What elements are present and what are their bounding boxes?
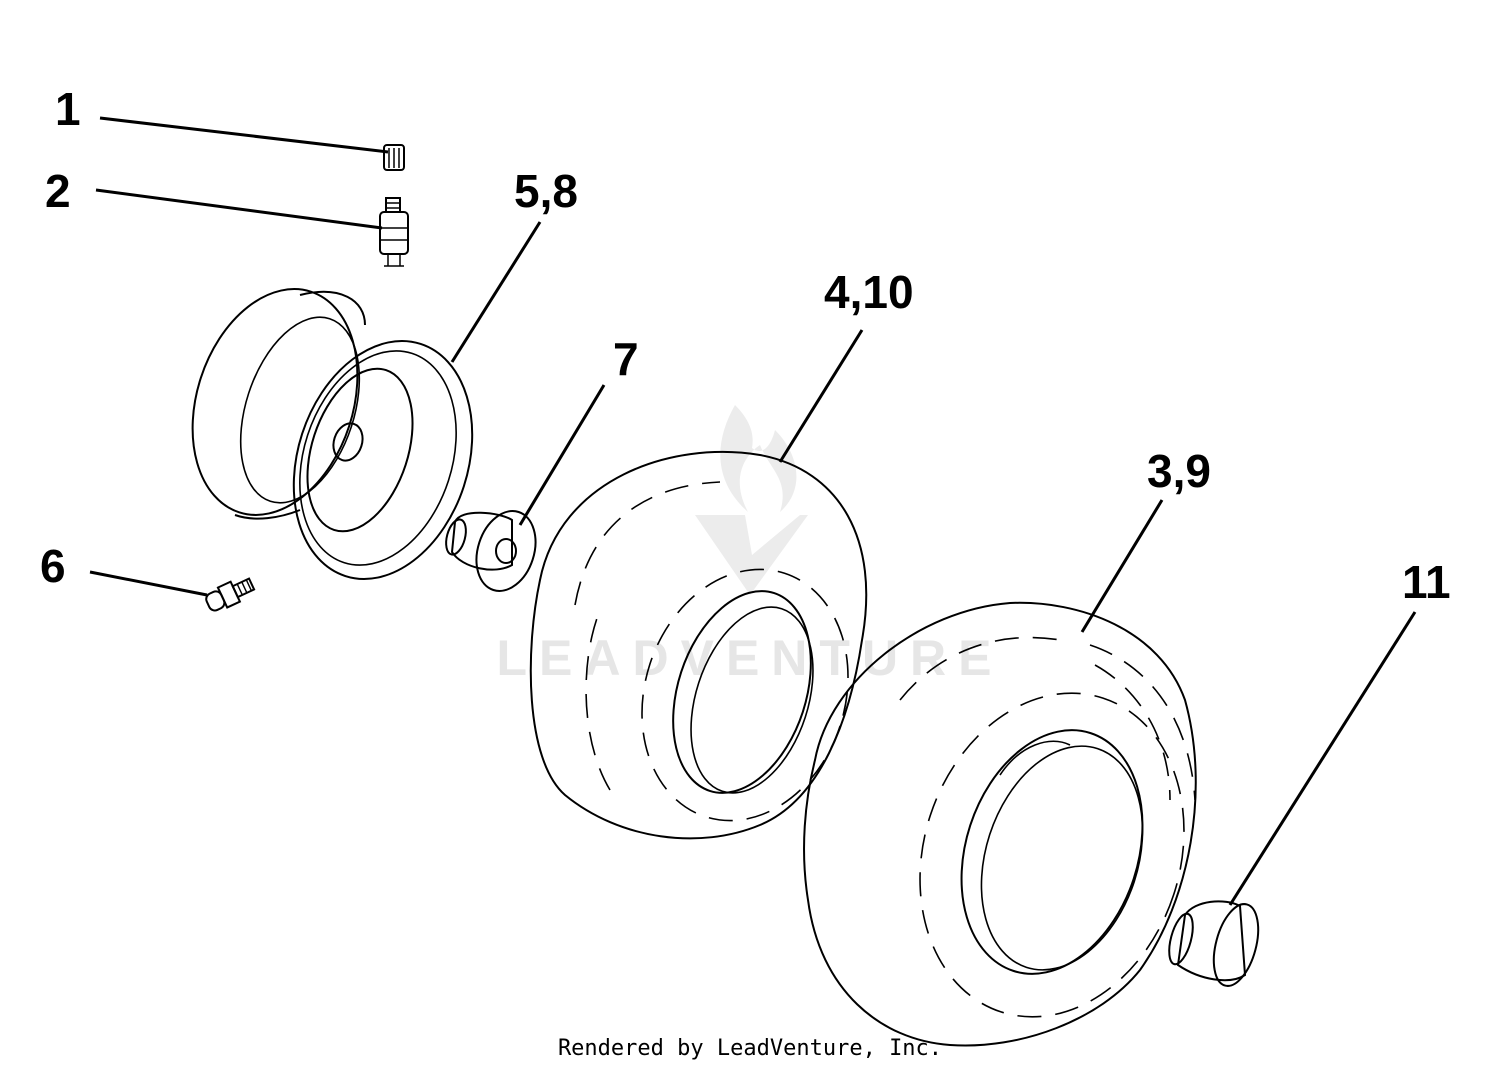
watermark-text: LEADVENTURE (496, 630, 1003, 686)
callout-4-10: 4,10 (824, 266, 914, 318)
callout-1: 1 (55, 83, 81, 135)
spacer (1168, 900, 1260, 987)
wheel-rim (191, 288, 474, 580)
callout-2: 2 (45, 165, 71, 217)
callout-6: 6 (40, 540, 66, 592)
footer-credit: Rendered by LeadVenture, Inc. (557, 1036, 943, 1061)
valve-cap (383, 144, 405, 171)
watermark-logo (695, 405, 808, 595)
valve-stem (379, 197, 409, 267)
callout-5-8: 5,8 (514, 165, 578, 217)
callout-7: 7 (613, 333, 639, 385)
tire-front (529, 451, 868, 840)
grease-fitting (205, 577, 256, 612)
flange-bushing (445, 510, 537, 592)
callout-3-9: 3,9 (1147, 445, 1211, 497)
tire-rear (803, 601, 1197, 1047)
callout-11: 11 (1402, 556, 1451, 608)
leader-lines (89, 116, 1417, 906)
